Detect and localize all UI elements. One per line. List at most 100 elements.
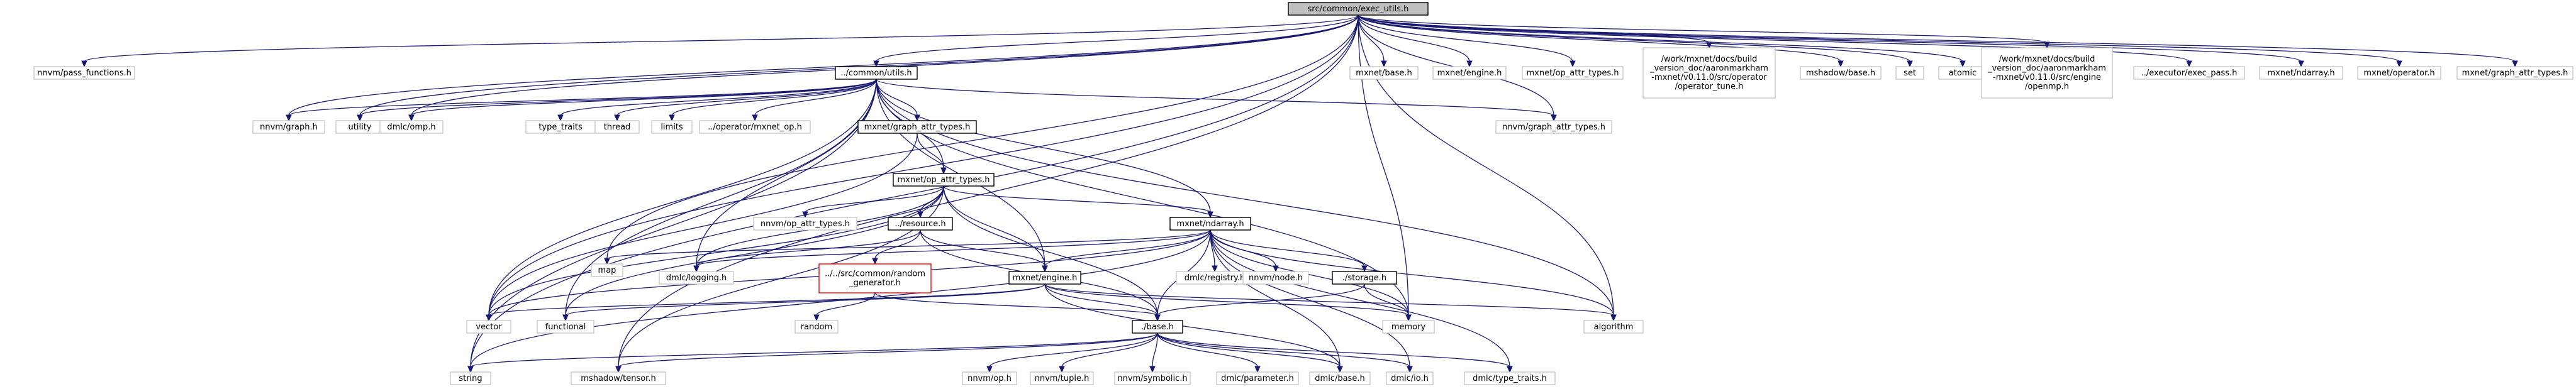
- node-atomic[interactable]: atomic: [1938, 66, 1987, 80]
- node-openmp[interactable]: /work/mxnet/docs/build_version_doc/aaron…: [1981, 47, 2113, 99]
- node-algorithm[interactable]: algorithm: [1583, 320, 1644, 334]
- node-functional[interactable]: functional: [537, 320, 594, 334]
- edge-base-h-to-mshadow-tensor: [618, 332, 1158, 368]
- node-pass-functions[interactable]: nnvm/pass_functions.h: [33, 66, 135, 80]
- node-mxnet-graph-attr-boxed[interactable]: mxnet/graph_attr_types.h: [857, 120, 977, 134]
- node-box: [1332, 271, 1397, 285]
- node-dmlc-registry[interactable]: dmlc/registry.h: [1176, 271, 1254, 285]
- node-random-gen[interactable]: ../../src/common/random_generator.h: [818, 263, 932, 293]
- node-nnvm-graph[interactable]: nnvm/graph.h: [252, 120, 325, 134]
- node-dmlc-type-traits[interactable]: dmlc/type_traits.h: [1464, 371, 1556, 385]
- edge-root-to-common-utils: [876, 14, 1359, 62]
- node-label: string: [459, 374, 482, 383]
- node-set[interactable]: set: [1895, 66, 1924, 80]
- node-label: /work/mxnet/docs/build: [1999, 55, 2095, 64]
- node-label: atomic: [1949, 68, 1977, 78]
- node-label: _version_doc/aaronmarkham: [1987, 64, 2106, 74]
- node-limits[interactable]: limits: [651, 120, 693, 134]
- edge-storage-to-memory: [1364, 283, 1409, 316]
- node-nnvm-node[interactable]: nnvm/node.h: [1242, 271, 1309, 285]
- node-base-h[interactable]: ./base.h: [1132, 320, 1183, 334]
- node-label: algorithm: [1594, 322, 1634, 332]
- node-common-utils[interactable]: ../common/utils.h: [835, 66, 918, 80]
- edge-mxnet-engine-boxed-to-algorithm: [1044, 283, 1614, 316]
- edge-mxnet-ndarray-boxed-to-dmlc-logging: [696, 229, 1211, 267]
- node-exec-pass[interactable]: ../executor/exec_pass.h: [2133, 66, 2245, 80]
- node-label: nnvm/graph.h: [260, 123, 318, 132]
- edge-root-to-mxnet-graph-attr-top: [1358, 14, 2516, 62]
- edge-arrowhead: [1405, 314, 1412, 322]
- edge-arrowhead: [1381, 60, 1387, 68]
- edge-mxnet-op-attr-boxed-to-base-h: [943, 185, 1158, 316]
- node-vector[interactable]: vector: [466, 320, 511, 334]
- node-label: ../common/utils.h: [840, 68, 912, 78]
- node-box: [1583, 320, 1644, 334]
- node-root[interactable]: src/common/exec_utils.h: [1288, 2, 1429, 16]
- node-box: [1495, 120, 1612, 134]
- node-box: [659, 271, 734, 285]
- edge-arrowhead: [1466, 60, 1473, 68]
- node-dmlc-logging[interactable]: dmlc/logging.h: [659, 271, 734, 285]
- node-box: [1800, 66, 1882, 80]
- edge-mxnet-engine-boxed-to-memory: [1044, 283, 1409, 316]
- edge-random-gen-to-random: [816, 292, 876, 316]
- node-nnvm-op-attr[interactable]: nnvm/op_attr_types.h: [753, 217, 857, 231]
- node-box: [1169, 217, 1251, 231]
- node-nnvm-tuple[interactable]: nnvm/tuple.h: [1030, 371, 1094, 385]
- edge-root-to-openmp: [1358, 14, 2048, 43]
- edge-root-to-algorithm: [1358, 14, 1614, 316]
- edge-mxnet-engine-boxed-to-vector: [488, 283, 1045, 316]
- node-box: [1981, 47, 2113, 99]
- node-box: [571, 371, 666, 385]
- node-storage[interactable]: ./storage.h: [1332, 271, 1397, 285]
- node-dmlc-base[interactable]: dmlc/base.h: [1309, 371, 1371, 385]
- node-type-traits[interactable]: type_traits: [525, 120, 596, 134]
- node-mxnet-graph-attr-top[interactable]: mxnet/graph_attr_types.h: [2456, 66, 2573, 80]
- edge-common-utils-to-type-traits: [560, 79, 877, 116]
- edge-common-utils-to-mxnet-op: [754, 79, 877, 116]
- node-utility[interactable]: utility: [335, 120, 384, 134]
- edge-root-to-nnvm-graph: [288, 14, 1359, 116]
- edge-arrowhead: [2512, 60, 2518, 68]
- edge-mxnet-ndarray-boxed-to-storage: [1210, 229, 1365, 267]
- node-mxnet-op-attr-top[interactable]: mxnet/op_attr_types.h: [1522, 66, 1624, 80]
- node-map[interactable]: map: [591, 263, 623, 277]
- node-nnvm-graph-attr[interactable]: nnvm/graph_attr_types.h: [1495, 120, 1612, 134]
- edge-mxnet-op-attr-boxed-to-nnvm-op-attr: [805, 185, 944, 213]
- node-mxnet-engine-boxed[interactable]: mxnet/engine.h: [1008, 271, 1081, 285]
- node-string[interactable]: string: [450, 371, 491, 385]
- node-box: [1349, 66, 1419, 80]
- edge-common-utils-to-vector: [488, 79, 877, 316]
- node-mxnet-base[interactable]: mxnet/base.h: [1349, 66, 1419, 80]
- edge-mxnet-engine-boxed-to-dmlc-base: [1044, 283, 1341, 368]
- node-nnvm-symbolic[interactable]: nnvm/symbolic.h: [1114, 371, 1191, 385]
- node-mxnet-op-attr-boxed[interactable]: mxnet/op_attr_types.h: [893, 173, 995, 187]
- node-thread[interactable]: thread: [594, 120, 640, 134]
- node-mxnet-engine-top[interactable]: mxnet/engine.h: [1432, 66, 1507, 80]
- node-mshadow-base[interactable]: mshadow/base.h: [1800, 66, 1882, 80]
- node-label: nnvm/tuple.h: [1035, 374, 1090, 383]
- node-label: dmlc/type_traits.h: [1473, 374, 1547, 383]
- edge-mxnet-ndarray-boxed-to-memory: [1210, 229, 1409, 316]
- node-operator-tune[interactable]: /work/mxnet/docs/build_version_doc/aaron…: [1642, 47, 1776, 99]
- node-random[interactable]: random: [795, 320, 839, 334]
- edge-common-utils-to-limits: [671, 79, 877, 116]
- node-dmlc-omp[interactable]: dmlc/omp.h: [379, 120, 443, 134]
- node-mxnet-op[interactable]: ../operator/mxnet_op.h: [699, 120, 811, 134]
- node-mshadow-tensor[interactable]: mshadow/tensor.h: [571, 371, 666, 385]
- node-resource[interactable]: ../resource.h: [888, 217, 953, 231]
- node-dmlc-io[interactable]: dmlc/io.h: [1386, 371, 1434, 385]
- node-memory[interactable]: memory: [1382, 320, 1435, 334]
- node-mxnet-operator[interactable]: mxnet/operator.h: [2357, 66, 2441, 80]
- node-dmlc-parameter[interactable]: dmlc/parameter.h: [1216, 371, 1299, 385]
- node-box: [893, 173, 995, 187]
- node-nnvm-op[interactable]: nnvm/op.h: [962, 371, 1017, 385]
- node-box: [1432, 66, 1507, 80]
- node-box: [1522, 66, 1624, 80]
- node-box: [835, 66, 918, 80]
- node-box: [591, 263, 623, 277]
- node-box: [888, 217, 953, 231]
- node-mxnet-ndarray-boxed[interactable]: mxnet/ndarray.h: [1169, 217, 1251, 231]
- node-mxnet-ndarray-top[interactable]: mxnet/ndarray.h: [2259, 66, 2343, 80]
